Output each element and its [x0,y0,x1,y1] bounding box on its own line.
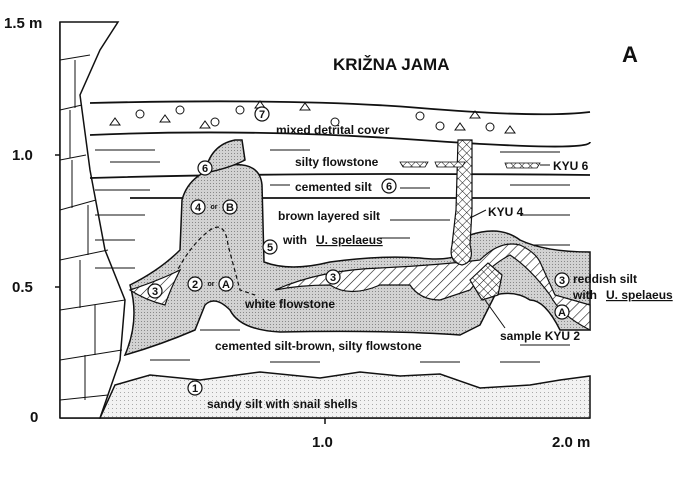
marker-labels: 7 6 6 4 or B 5 2 or A 3 3 3 A 1 [152,109,566,395]
marker-5: 5 [267,242,273,254]
flowstone-cap [204,139,246,174]
marker-3c: 3 [559,275,565,287]
panel-letter: A [622,42,638,67]
marker-1: 1 [192,383,198,395]
kyu6-sample-marks [399,161,541,169]
label-white-flowstone: white flowstone [244,297,335,311]
marker-7: 7 [259,109,265,121]
label-mixed-detrital-cover: mixed detrital cover [276,123,390,137]
marker-or-1: or [211,204,218,211]
label-kyu2: sample KYU 2 [500,329,580,343]
axes [55,22,590,424]
label-cemented-silt: cemented silt [295,180,372,194]
label-reddish-silt: reddish silt [573,272,637,286]
marker-B: B [226,202,234,214]
sample-column-kyu6-kyu4 [450,139,473,266]
marker-or-2: or [208,281,215,288]
y-tick-1.0: 1.0 [12,147,33,164]
sample-kyu2-block [469,262,503,301]
label-u-spelaeus-2: U. spelaeus [606,288,673,302]
marker-A: A [222,279,230,291]
label-silty-flowstone: silty flowstone [295,155,379,169]
flowstone-body [123,163,591,357]
layer-boundaries [89,100,591,199]
y-tick-0: 0 [30,409,38,426]
x-tick-1.0: 1.0 [312,434,333,451]
layer-markers [147,106,570,396]
label-kyu4: KYU 4 [488,205,524,219]
sandy-silt-layer [98,371,591,419]
label-with: with [282,233,307,247]
y-tick-0.5: 0.5 [12,279,33,296]
marker-6b: 6 [386,181,392,193]
marker-3b: 3 [330,272,336,284]
marker-4: 4 [195,202,202,214]
label-u-spelaeus: U. spelaeus [316,233,383,247]
leader-lines [469,164,550,329]
label-sandy-silt: sandy silt with snail shells [207,397,358,411]
marker-A2: A [558,307,566,319]
label-brown-layered-silt: brown layered silt [278,209,380,223]
label-with-2: with [572,288,597,302]
rock-wall [59,21,126,419]
label-kyu6: KYU 6 [553,159,589,173]
y-tick-1.5: 1.5 m [4,15,42,32]
label-cemented-silt-brown: cemented silt-brown, silty flowstone [215,339,422,353]
diagram-title: KRIŽNA JAMA [333,55,449,74]
marker-2: 2 [192,279,198,291]
marker-6a: 6 [202,163,208,175]
x-tick-2.0: 2.0 m [552,434,590,451]
detrital-clasts [109,100,516,134]
dashed-boundary [174,226,256,296]
marker-3a: 3 [152,286,158,298]
